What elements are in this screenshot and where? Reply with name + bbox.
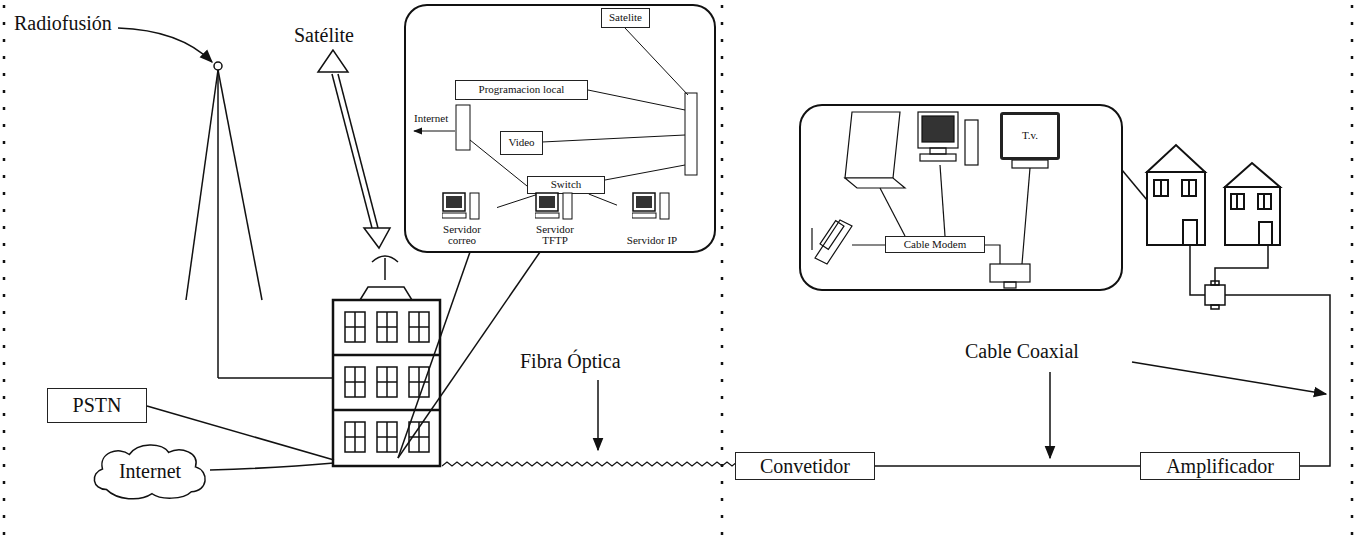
satellite-link [318,50,398,280]
window [409,381,429,383]
window [345,367,365,397]
label-text: Cable Coaxial [963,340,1081,362]
computer-icon [442,191,482,221]
modem-box: Cable Modem [885,236,985,253]
computer-icon [535,191,575,221]
leader-arrow [597,380,599,450]
node-label: Video [505,137,537,149]
label-text: Fibra Óptica [518,350,623,372]
window [345,422,365,452]
node-label: Amplificador [1163,456,1277,477]
coaxial-cable [1190,245,1330,466]
label-text: Internet [412,112,450,124]
callout-pointer [1122,170,1147,200]
text-label: Fibra Óptica [518,350,623,373]
source-box: Video [500,131,543,155]
window [345,326,365,328]
connector [589,194,617,205]
window [409,367,429,397]
node-label: Cable Modem [901,239,970,251]
window [409,326,429,328]
converter-box: Convetidor [735,452,875,480]
callout-bubble [405,5,715,252]
window [345,312,365,342]
server-icon: Servidor correo [427,191,497,247]
node-label: Programacion local [476,84,568,96]
node-label: Convetidor [757,456,853,477]
text-label: Radiofusión [12,12,114,35]
headend-building [333,287,440,466]
separator [1351,5,1354,535]
radio-tower [186,62,334,378]
source-box: Satelite [601,8,650,28]
node-label: Satelite [606,12,645,24]
node-label: Servidor IP [623,235,681,247]
window [377,326,397,328]
callout-bubble [800,105,1122,290]
wire [210,463,334,470]
network-cloud: Internet [88,440,212,502]
computer-icon [632,191,672,221]
house [1147,145,1205,245]
node-label: Servidor correo [433,224,491,247]
optical-fiber [442,462,737,466]
node-label: PSTN [70,395,125,416]
network-box: PSTN [47,388,147,423]
label-text: Radiofusión [12,12,114,34]
switch-box: Switch [527,176,605,194]
amplifier-box: Amplificador [1140,452,1300,480]
headend-wiring [414,28,697,186]
window [377,381,397,383]
separator [721,5,724,535]
window [345,436,365,438]
connector [875,465,1140,467]
leader-arrow [118,28,212,62]
window [377,312,397,342]
window [345,381,365,383]
text-label: Cable Coaxial [963,340,1081,363]
window [377,367,397,397]
node-label: T.v. [1019,130,1041,142]
node-label: Servidor TFTP [526,224,584,247]
leader-arrow [1049,372,1051,458]
house [1225,163,1280,245]
window [377,436,397,438]
separator [3,5,6,535]
source-box: Programacion local [455,80,588,100]
leader-arrow [1132,362,1326,394]
node-label: Switch [548,179,585,191]
server-icon: Servidor TFTP [520,191,590,247]
window [377,422,397,452]
text-label: Internet [412,112,450,125]
window [409,312,429,342]
server-icon: Servidor IP [617,191,687,247]
connector [497,194,538,208]
label-text: Satélite [292,24,356,46]
callout-pointer [398,252,470,458]
text-label: Satélite [292,24,356,47]
node-label: Internet [116,461,184,482]
tv-set: T.v. [1000,112,1060,160]
